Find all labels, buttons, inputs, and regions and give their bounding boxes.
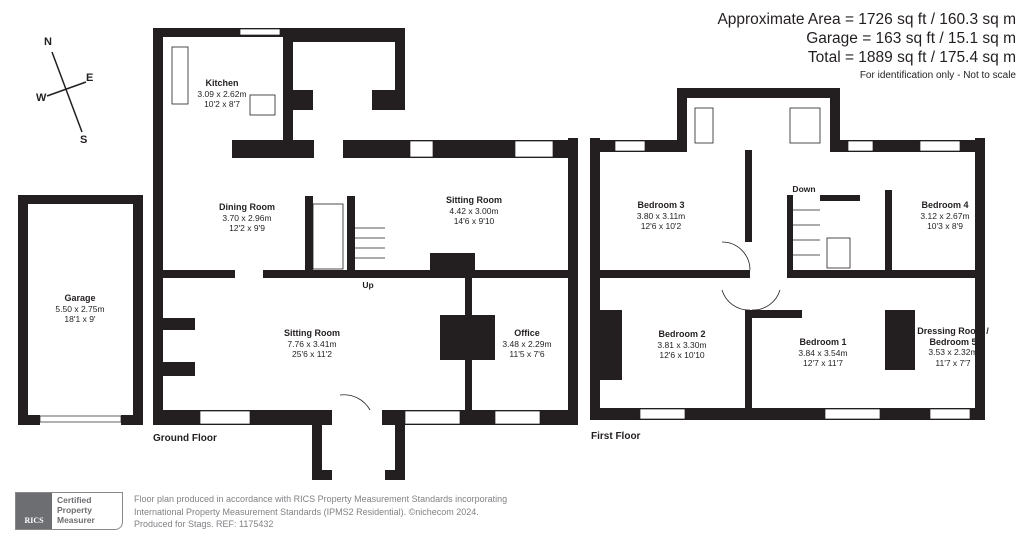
stairs-up: Up [362, 280, 374, 290]
stairs-down: Down [792, 184, 816, 194]
garage-walls [18, 195, 143, 425]
ground-floor-walls [153, 28, 578, 480]
first-floor-label: First Floor [591, 431, 641, 442]
garage-area: Garage = 163 sq ft / 15.1 sq m [806, 30, 1016, 47]
compass-east: E [86, 72, 94, 84]
compass-west: W [36, 92, 47, 104]
compass-south: S [80, 134, 88, 146]
total-area: Total = 1889 sq ft / 175.4 sq m [807, 49, 1016, 66]
first-floor-walls [590, 88, 985, 420]
compass-icon [46, 51, 87, 133]
compass-north: N [44, 36, 52, 48]
approximate-area: Approximate Area = 1726 sq ft / 160.3 sq… [717, 11, 1016, 28]
footer-text: Floor plan produced in accordance with R… [134, 494, 508, 529]
rics-logo: RICS [16, 493, 52, 529]
ground-floor-label: Ground Floor [153, 433, 217, 444]
scale-note: For identification only - Not to scale [859, 70, 1016, 81]
